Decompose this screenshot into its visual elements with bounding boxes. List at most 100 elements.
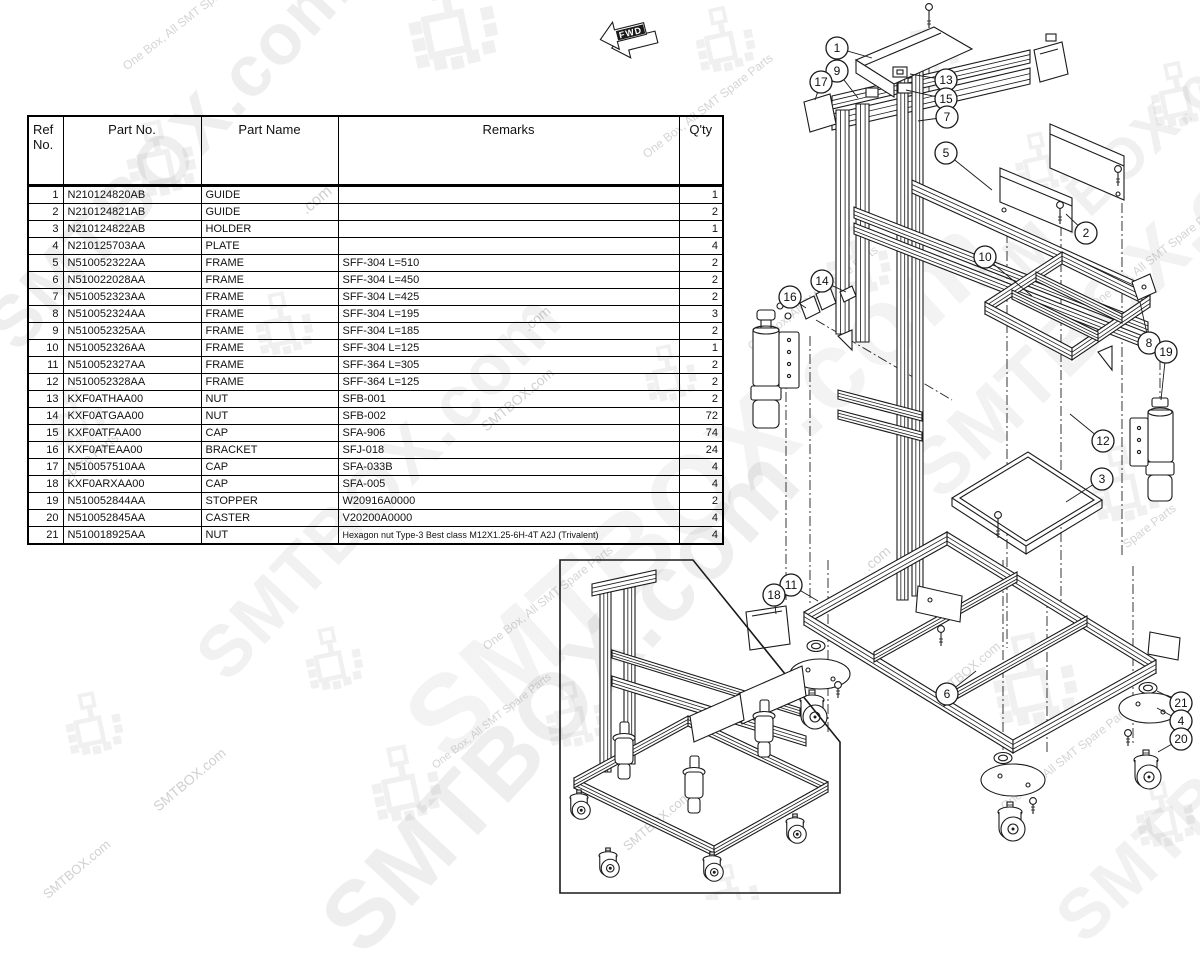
table-cell: 4 xyxy=(678,458,724,476)
callout-17: 17 xyxy=(809,70,833,101)
callout-9: 9 xyxy=(825,59,859,99)
table-cell: N210125703AA xyxy=(62,237,202,255)
callout-6: 6 xyxy=(935,670,977,706)
table-cell: NUT xyxy=(200,407,339,425)
table-cell: SFF-304 L=185 xyxy=(337,322,680,340)
svg-text:13: 13 xyxy=(939,73,953,87)
table-cell: N510052325AA xyxy=(62,322,202,340)
table-cell xyxy=(337,237,680,255)
svg-text:5: 5 xyxy=(943,146,950,160)
table-cell: V20200A0000 xyxy=(337,509,680,527)
table-cell: 3 xyxy=(27,220,64,238)
table-cell: FRAME xyxy=(200,373,339,391)
svg-text:6: 6 xyxy=(944,687,951,701)
table-cell: SFF-304 L=125 xyxy=(337,339,680,357)
table-cell: 9 xyxy=(27,322,64,340)
table-cell: 2 xyxy=(678,373,724,391)
callout-19: 19 xyxy=(1154,340,1178,401)
table-cell: N510052845AA xyxy=(62,509,202,527)
callout-13: 13 xyxy=(909,68,958,92)
table-cell: FRAME xyxy=(200,254,339,272)
callout-7: 7 xyxy=(917,105,959,129)
table-cell: N510052328AA xyxy=(62,373,202,391)
header-remarks: Remarks xyxy=(337,115,680,187)
svg-text:17: 17 xyxy=(814,75,828,89)
table-cell: BRACKET xyxy=(200,441,339,459)
table-cell: N210124820AB xyxy=(62,185,202,204)
table-cell: SFF-304 L=510 xyxy=(337,254,680,272)
table-cell: 7 xyxy=(27,288,64,306)
header-part-name: Part Name xyxy=(200,115,339,187)
table-cell: 13 xyxy=(27,390,64,408)
table-cell: 20 xyxy=(27,509,64,527)
table-cell: 74 xyxy=(678,424,724,442)
table-cell: W20916A0000 xyxy=(337,492,680,510)
table-cell: 72 xyxy=(678,407,724,425)
table-cell: 19 xyxy=(27,492,64,510)
table-cell: 17 xyxy=(27,458,64,476)
table-cell: 8 xyxy=(27,305,64,323)
table-cell: FRAME xyxy=(200,305,339,323)
table-cell: KXF0ATEAA00 xyxy=(62,441,202,459)
table-cell: SFA-005 xyxy=(337,475,680,493)
table-cell: 1 xyxy=(678,185,724,204)
table-cell: 2 xyxy=(678,254,724,272)
table-cell: KXF0ATGAA00 xyxy=(62,407,202,425)
svg-text:20: 20 xyxy=(1174,732,1188,746)
callout-16: 16 xyxy=(778,285,807,309)
svg-text:9: 9 xyxy=(834,64,841,78)
table-cell: 24 xyxy=(678,441,724,459)
callout-8: 8 xyxy=(1137,301,1161,355)
table-cell: N210124822AB xyxy=(62,220,202,238)
table-cell: N510057510AA xyxy=(62,458,202,476)
table-cell: 6 xyxy=(27,271,64,289)
table-cell: GUIDE xyxy=(200,203,339,221)
table-cell: 4 xyxy=(678,237,724,255)
table-cell: SFA-033B xyxy=(337,458,680,476)
callout-3: 3 xyxy=(1065,467,1114,503)
inset-assembled-view xyxy=(559,559,841,894)
table-cell: 10 xyxy=(27,339,64,357)
table-cell: N510052322AA xyxy=(62,254,202,272)
table-cell: KXF0ATHAA00 xyxy=(62,390,202,408)
table-cell: 2 xyxy=(678,492,724,510)
table-cell: FRAME xyxy=(200,271,339,289)
callout-4: 4 xyxy=(1156,707,1193,733)
svg-text:7: 7 xyxy=(944,110,951,124)
main-exploded-view xyxy=(745,3,1182,842)
table-cell: FRAME xyxy=(200,356,339,374)
table-cell: CASTER xyxy=(200,509,339,527)
callout-10: 10 xyxy=(973,245,1033,297)
table-cell xyxy=(337,220,680,238)
callout-18: 18 xyxy=(762,583,786,615)
table-cell: 3 xyxy=(678,305,724,323)
table-cell: 15 xyxy=(27,424,64,442)
svg-text:14: 14 xyxy=(815,274,829,288)
callout-11: 11 xyxy=(779,573,819,602)
table-cell: 4 xyxy=(678,475,724,493)
table-cell: CAP xyxy=(200,475,339,493)
table-cell: 2 xyxy=(678,322,724,340)
table-cell: 2 xyxy=(678,390,724,408)
table-cell: 11 xyxy=(27,356,64,374)
table-cell: SFJ-018 xyxy=(337,441,680,459)
